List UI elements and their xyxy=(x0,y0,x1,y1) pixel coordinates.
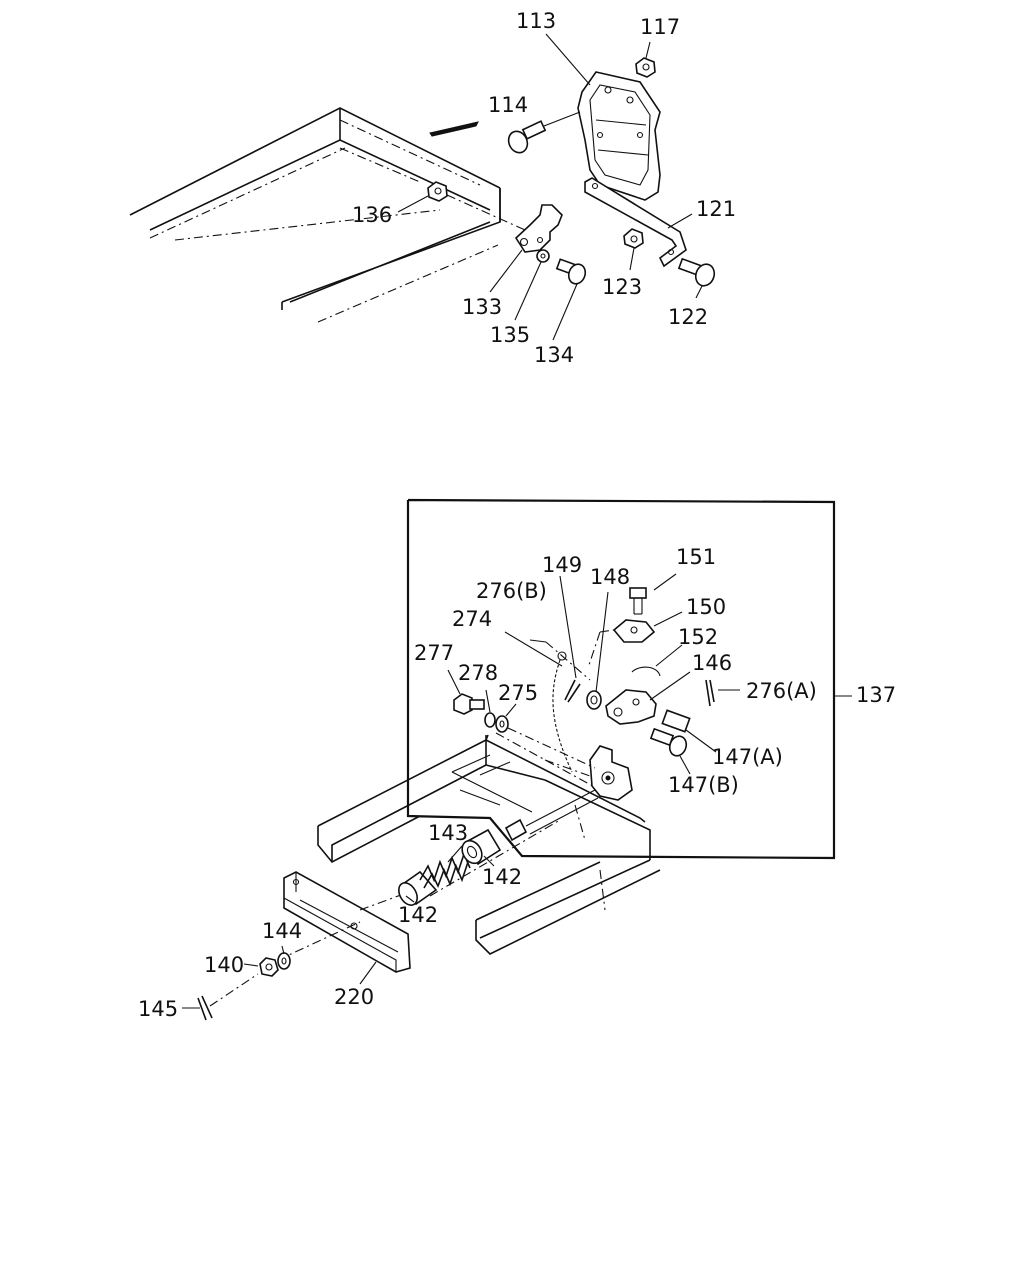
label-220: 220 xyxy=(334,985,374,1009)
part-121-plate xyxy=(584,177,687,268)
part-276b-cotter xyxy=(529,639,591,681)
upper-frame xyxy=(129,107,501,323)
part-135-washer xyxy=(536,249,550,263)
part-274-chain xyxy=(552,651,573,773)
upper-leaders xyxy=(397,33,703,341)
part-152-spring-clip xyxy=(631,644,683,677)
part-142-sleeve-right xyxy=(461,828,502,866)
part-146-latch xyxy=(605,671,691,725)
part-142-sleeve-left xyxy=(398,870,438,906)
label-276a: 276(A) xyxy=(746,679,817,703)
part-148-nut xyxy=(586,690,602,710)
callout-labels: 113 117 114 121 136 123 122 133 135 134 … xyxy=(138,9,896,1021)
part-133-hook xyxy=(514,204,563,253)
label-147a: 147(A) xyxy=(712,745,783,769)
part-151-bolt xyxy=(629,573,677,615)
part-136-nut xyxy=(427,181,526,231)
label-278: 278 xyxy=(458,661,498,685)
label-123: 123 xyxy=(602,275,642,299)
part-278-washer xyxy=(484,712,496,728)
part-143-spring xyxy=(419,851,471,889)
part-220-bracket xyxy=(277,871,421,973)
label-274: 274 xyxy=(452,607,492,631)
part-123-nut xyxy=(623,228,644,249)
part-276a-cotter xyxy=(705,679,740,707)
part-275-washer xyxy=(495,715,596,769)
lower-leaders xyxy=(243,591,852,985)
part-122-bolt xyxy=(677,257,716,287)
label-150: 150 xyxy=(686,595,726,619)
label-149: 149 xyxy=(542,553,582,577)
label-275: 275 xyxy=(498,681,538,705)
label-113: 113 xyxy=(516,9,556,33)
label-143: 143 xyxy=(428,821,468,845)
label-152: 152 xyxy=(678,625,718,649)
part-113-bracket xyxy=(577,71,661,201)
label-276b: 276(B) xyxy=(476,579,547,603)
label-117: 117 xyxy=(640,15,680,39)
part-149-pin xyxy=(559,575,581,703)
label-146: 146 xyxy=(692,651,732,675)
lock-body xyxy=(589,745,633,801)
label-135: 135 xyxy=(490,323,530,347)
part-144-washer xyxy=(277,952,291,970)
lower-frame xyxy=(317,732,661,955)
label-277: 277 xyxy=(414,641,454,665)
label-136: 136 xyxy=(352,203,392,227)
part-134-bolt xyxy=(555,258,587,285)
label-121: 121 xyxy=(696,197,736,221)
part-147b-bolt xyxy=(649,727,691,775)
label-148: 148 xyxy=(590,565,630,589)
label-144: 144 xyxy=(262,919,302,943)
label-147b: 147(B) xyxy=(668,773,739,797)
part-140-nut xyxy=(259,957,279,977)
part-145-pin xyxy=(182,973,259,1021)
label-151: 151 xyxy=(676,545,716,569)
label-133: 133 xyxy=(462,295,502,319)
part-147a-pin xyxy=(661,709,717,753)
label-145: 145 xyxy=(138,997,178,1021)
label-142-left: 142 xyxy=(398,903,438,927)
part-114-bolt xyxy=(507,111,581,154)
label-122: 122 xyxy=(668,305,708,329)
label-134: 134 xyxy=(534,343,574,367)
label-142-right: 142 xyxy=(482,865,522,889)
lock-shaft xyxy=(504,789,599,842)
label-114: 114 xyxy=(488,93,528,117)
detail-box-137 xyxy=(406,498,836,860)
part-117-nut xyxy=(635,57,656,78)
part-150-clamp xyxy=(587,611,683,669)
label-137: 137 xyxy=(856,683,896,707)
part-277-bolt xyxy=(453,693,485,715)
label-140: 140 xyxy=(204,953,244,977)
